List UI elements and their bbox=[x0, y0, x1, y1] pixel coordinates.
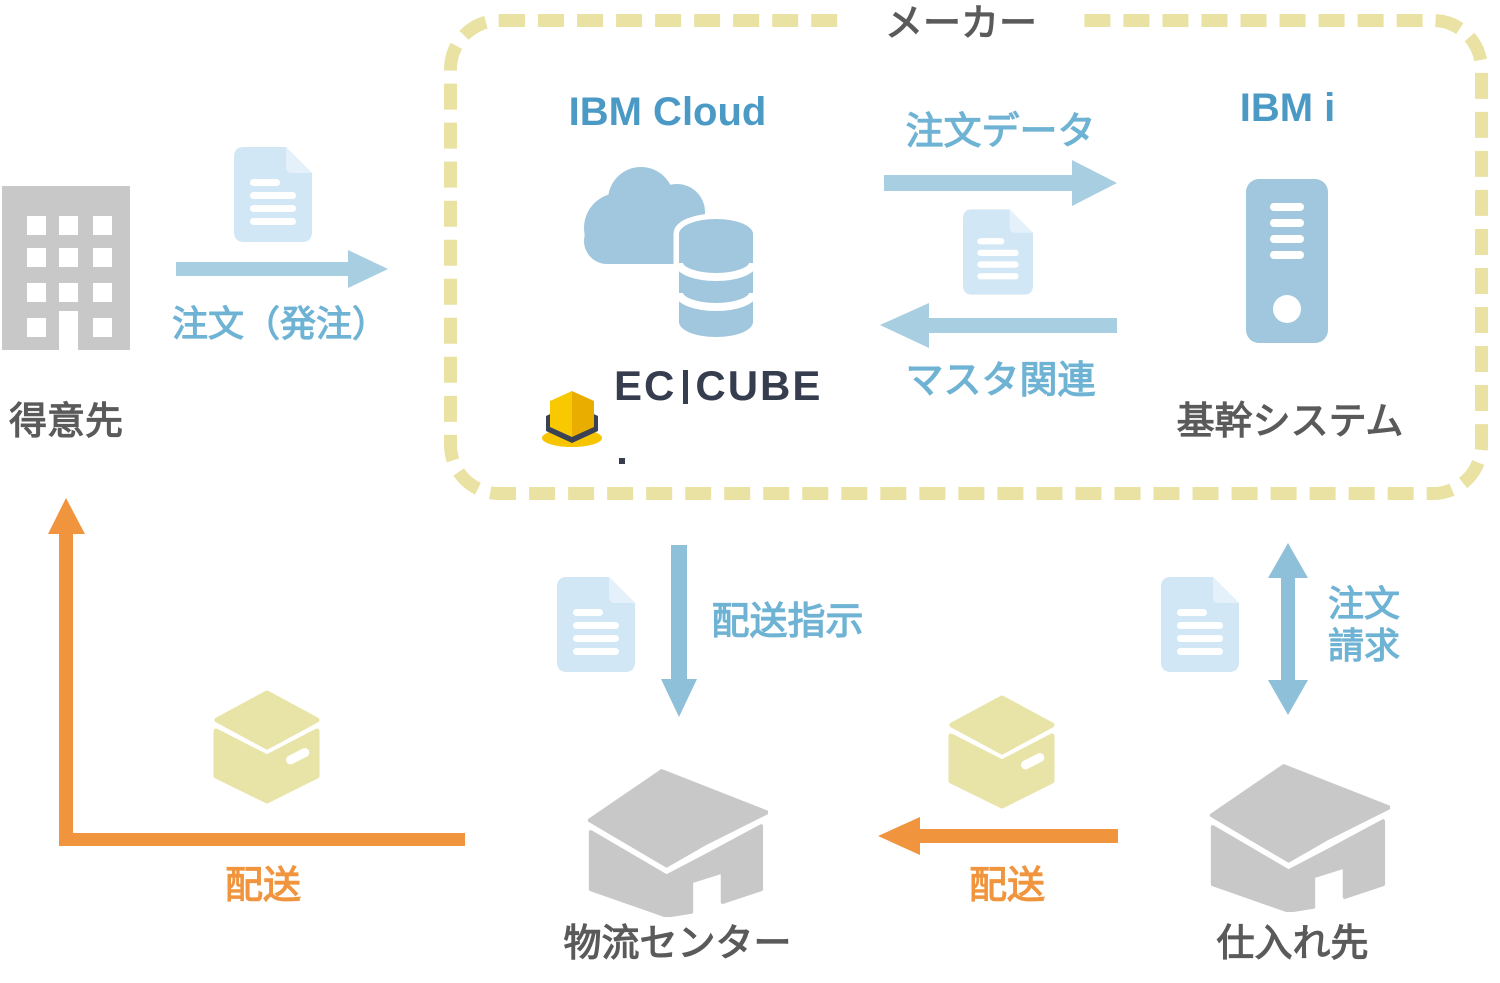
document-icon-maker bbox=[963, 205, 1033, 299]
flow-order-line2: 請求 bbox=[1327, 625, 1400, 666]
logistics-center-label: 物流センター bbox=[563, 923, 792, 965]
eccube-dot-glyph bbox=[619, 458, 625, 464]
ibm-cloud-label: IBM Cloud bbox=[568, 90, 767, 134]
eccube-text-cube: CUBE bbox=[695, 362, 823, 409]
building-icon bbox=[2, 186, 130, 350]
document-icon-supplier bbox=[1161, 577, 1239, 672]
eccube-bar-glyph bbox=[683, 370, 689, 404]
eccube-text-ec: EC bbox=[614, 362, 677, 409]
flow-master-label: マスタ関連 bbox=[905, 360, 1096, 402]
flow-order-line1: 注文 bbox=[1327, 583, 1400, 624]
flow-order-data-label: 注文データ bbox=[905, 111, 1096, 153]
eccube-logo: EC CUBE bbox=[536, 362, 826, 464]
supplier-label: 仕入れ先 bbox=[1216, 923, 1369, 965]
maker-group-title: メーカー bbox=[846, 0, 1076, 50]
warehouse-icon-logistics bbox=[578, 762, 768, 917]
document-icon-customer bbox=[234, 147, 312, 242]
flow-delivery-left-label: 配送 bbox=[224, 865, 301, 907]
document-icon-logistics bbox=[557, 577, 635, 672]
warehouse-icon-supplier bbox=[1200, 757, 1390, 912]
arrow-down-delivery-instruction bbox=[661, 545, 697, 717]
arrow-left-master bbox=[880, 303, 1117, 348]
server-icon bbox=[1246, 179, 1328, 343]
flow-order-label: 注文（発注） bbox=[171, 303, 388, 344]
maker-group-box bbox=[444, 14, 1488, 500]
flow-order-billing-label: 注文 請求 bbox=[1318, 583, 1410, 667]
package-icon-supplier-delivery bbox=[948, 695, 1055, 810]
core-system-label: 基幹システム bbox=[1176, 401, 1404, 443]
eccube-logo-text: EC CUBE bbox=[614, 354, 826, 482]
eccube-hat-icon bbox=[536, 387, 606, 449]
arrow-updown-order-billing bbox=[1268, 543, 1308, 715]
arrow-right-order-data bbox=[884, 160, 1117, 206]
flow-delivery-instruction-label: 配送指示 bbox=[711, 601, 864, 643]
maker-title-text: メーカー bbox=[884, 3, 1037, 46]
package-icon-customer-delivery bbox=[213, 690, 320, 805]
cloud-database-icon bbox=[583, 164, 753, 342]
flow-delivery-mid-label: 配送 bbox=[968, 865, 1045, 907]
arrow-right-order bbox=[176, 250, 388, 288]
customer-label: 得意先 bbox=[8, 401, 123, 443]
arrow-left-delivery-mid bbox=[878, 817, 1118, 855]
ibm-i-label: IBM i bbox=[1239, 86, 1336, 130]
